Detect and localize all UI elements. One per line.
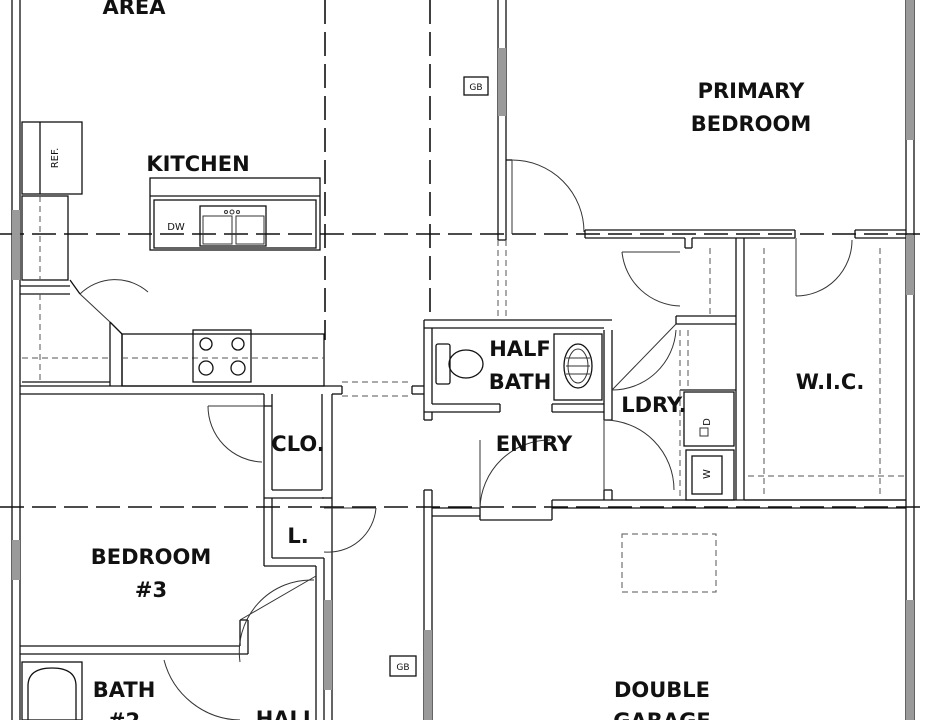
wic-label: W.I.C. <box>796 370 865 394</box>
walls <box>11 0 915 720</box>
bath-2-label-2: #2 <box>108 709 140 720</box>
hall-label: HALL <box>256 707 317 720</box>
gb-tag-upper: GB <box>463 76 489 96</box>
bedroom-3-label-1: BEDROOM <box>91 545 212 569</box>
primary-bedroom-label-2: BEDROOM <box>691 112 812 136</box>
half-bath-label-2: BATH <box>489 370 552 394</box>
refrigerator-label: REF. <box>50 148 61 169</box>
gb-tag-upper-text: GB <box>469 83 482 93</box>
entry-label: ENTRY <box>496 432 573 456</box>
door-swings <box>79 159 853 720</box>
gb-tag-lower-text: GB <box>396 663 409 673</box>
area-label: AREA <box>102 0 166 19</box>
half-bath-label-1: HALF <box>489 337 551 361</box>
reference-grid-lines <box>0 0 927 508</box>
bedroom-3-label-2: #3 <box>135 578 167 602</box>
dishwasher-label: DW <box>167 222 185 233</box>
laundry-label: LDRY. <box>621 393 687 417</box>
linen-label: L. <box>287 524 308 548</box>
kitchen-label: KITCHEN <box>146 152 249 176</box>
primary-bedroom-label-1: PRIMARY <box>698 79 806 103</box>
dryer-label: D <box>702 418 713 426</box>
garage-label-2: GARAGE <box>613 709 711 720</box>
fixtures <box>21 121 904 720</box>
washer-label: W <box>702 469 713 479</box>
bath-2-label-1: BATH <box>93 678 156 702</box>
gb-tag-lower: GB <box>389 655 417 677</box>
garage-label-1: DOUBLE <box>614 678 710 702</box>
closet-label: CLO. <box>271 432 324 456</box>
